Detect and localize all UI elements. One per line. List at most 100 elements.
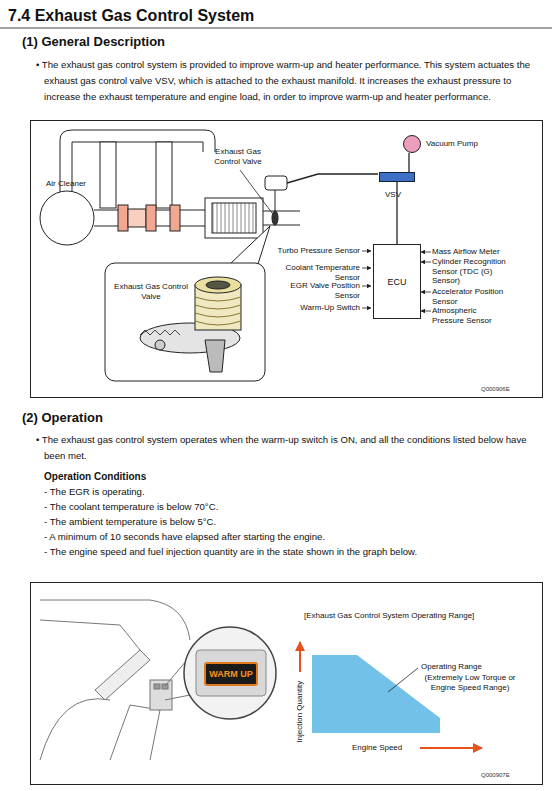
detail-inset bbox=[195, 297, 241, 325]
operating-range-area bbox=[312, 655, 440, 733]
axis-arrow bbox=[300, 642, 482, 748]
condition-item: - The coolant temperature is below 70°C. bbox=[44, 501, 218, 513]
dashboard-sketch bbox=[40, 600, 190, 760]
dashboard-sketch bbox=[40, 600, 190, 640]
page-title: 7.4 Exhaust Gas Control System bbox=[8, 6, 254, 25]
ecu-box: ECU bbox=[373, 244, 421, 319]
engine-illustration bbox=[170, 205, 180, 231]
engine-illustration bbox=[263, 211, 300, 212]
region-label: Operating Range bbox=[421, 662, 482, 672]
detail-inset bbox=[195, 277, 241, 293]
figure-frame: Q000906E Vacuum PumpVSV ECU bbox=[30, 120, 543, 398]
vacuum-hose bbox=[287, 174, 378, 183]
sensor-label: Atmospheric Pressure Sensor bbox=[432, 306, 510, 325]
leader-line bbox=[240, 170, 272, 213]
signal-arrow bbox=[362, 268, 371, 269]
condition-item: - The ambient temperature is below 5°C. bbox=[44, 516, 216, 528]
vacuum-hose bbox=[287, 174, 378, 183]
engine-illustration bbox=[118, 205, 128, 231]
engine-illustration bbox=[128, 209, 146, 227]
dashboard-sketch bbox=[162, 684, 168, 689]
signal-arrow bbox=[421, 252, 431, 253]
leader-line bbox=[240, 170, 272, 213]
engine-illustration bbox=[40, 191, 94, 245]
vacuum-pump: Vacuum Pump bbox=[403, 135, 421, 153]
sensor-label: Coolant Temperature Sensor bbox=[272, 263, 360, 282]
magnifier bbox=[196, 650, 266, 696]
detail-inset bbox=[206, 281, 230, 289]
section-heading: (2) Operation bbox=[22, 410, 103, 426]
switch-label: Warm-Up Switch bbox=[272, 303, 360, 313]
warm-up-switch: WARM UP bbox=[204, 662, 258, 686]
detail-inset bbox=[140, 330, 180, 335]
dashboard-sketch bbox=[150, 680, 172, 710]
list-heading: Operation Conditions bbox=[44, 471, 146, 483]
engine-illustration bbox=[263, 225, 300, 226]
sensor-label: Turbo Pressure Sensor bbox=[272, 246, 360, 256]
engine-illustration bbox=[275, 190, 276, 211]
signal-arrow bbox=[362, 308, 371, 309]
leader-line bbox=[388, 668, 418, 692]
signal-arrow bbox=[362, 286, 371, 287]
signal-arrow bbox=[421, 311, 431, 312]
signal-arrow bbox=[421, 292, 431, 293]
engine-illustration bbox=[72, 142, 203, 192]
part-label: Exhaust Gas Control Valve bbox=[114, 282, 188, 301]
part-label: Air Cleaner bbox=[46, 179, 86, 189]
sensor-label: Cylinder Recognition Sensor (TDC (G) Sen… bbox=[432, 257, 510, 286]
figure-frame: Q000907E WARM UP bbox=[30, 582, 543, 785]
part-label: Vacuum Pump bbox=[426, 139, 478, 148]
part-label: VSV bbox=[385, 190, 401, 199]
detail-inset bbox=[105, 263, 265, 381]
detail-inset bbox=[155, 340, 165, 350]
detail-inset bbox=[105, 226, 270, 381]
section-heading: (1) General Description bbox=[22, 34, 165, 50]
sensor-label: EGR Valve Position Sensor bbox=[272, 281, 360, 300]
vsv-valve: VSV bbox=[379, 172, 415, 182]
magnifier bbox=[184, 627, 276, 719]
operating-range-area bbox=[312, 655, 440, 733]
dashboard-sketch bbox=[165, 695, 190, 700]
axis-label: Engine Speed bbox=[352, 743, 402, 753]
engine-illustration bbox=[156, 142, 172, 208]
magnifier bbox=[184, 627, 276, 719]
body-text: • The exhaust gas control system is prov… bbox=[36, 57, 548, 105]
axis-arrow bbox=[420, 747, 482, 749]
dashboard-sketch bbox=[110, 705, 160, 760]
engine-illustration bbox=[265, 176, 287, 190]
title-rule bbox=[0, 28, 552, 29]
switch-label: WARM UP bbox=[209, 669, 253, 679]
dashboard-sketch bbox=[40, 620, 140, 650]
detail-inset bbox=[205, 340, 225, 372]
sensor-label: Mass Airflow Meter bbox=[432, 247, 532, 257]
engine-illustration bbox=[205, 198, 263, 238]
dashboard-sketch bbox=[95, 650, 150, 700]
dashboard-sketch bbox=[40, 699, 110, 760]
figure-code: Q000907E bbox=[481, 772, 510, 778]
leader-line bbox=[388, 668, 418, 692]
sensor-label: Accelerator Position Sensor bbox=[432, 287, 510, 306]
ecu-label: ECU bbox=[387, 277, 406, 287]
region-note: (Extremely Low Torque or Engine Speed Ra… bbox=[424, 673, 516, 692]
figure-code: Q000906E bbox=[481, 386, 510, 392]
dashboard-sketch bbox=[154, 684, 160, 689]
condition-item: - The EGR is operating. bbox=[44, 486, 145, 498]
engine-illustration bbox=[272, 211, 278, 225]
body-text: • The exhaust gas control system operate… bbox=[36, 432, 548, 464]
engine-illustration bbox=[212, 203, 256, 233]
engine-illustration bbox=[100, 142, 116, 208]
connector-line bbox=[408, 153, 409, 172]
condition-item: - The engine speed and fuel injection qu… bbox=[44, 546, 417, 558]
signal-arrow bbox=[421, 262, 431, 263]
axis-label: Injection Quantity bbox=[295, 674, 305, 750]
signal-arrow bbox=[362, 251, 371, 252]
title-rule bbox=[0, 28, 552, 29]
engine-illustration bbox=[40, 130, 300, 245]
axis-arrow bbox=[299, 642, 301, 672]
connector-line bbox=[396, 182, 397, 244]
chart-title: [Exhaust Gas Control System Operating Ra… bbox=[304, 611, 474, 621]
detail-inset bbox=[230, 226, 270, 264]
condition-item: - A minimum of 10 seconds have elapsed a… bbox=[44, 531, 325, 543]
